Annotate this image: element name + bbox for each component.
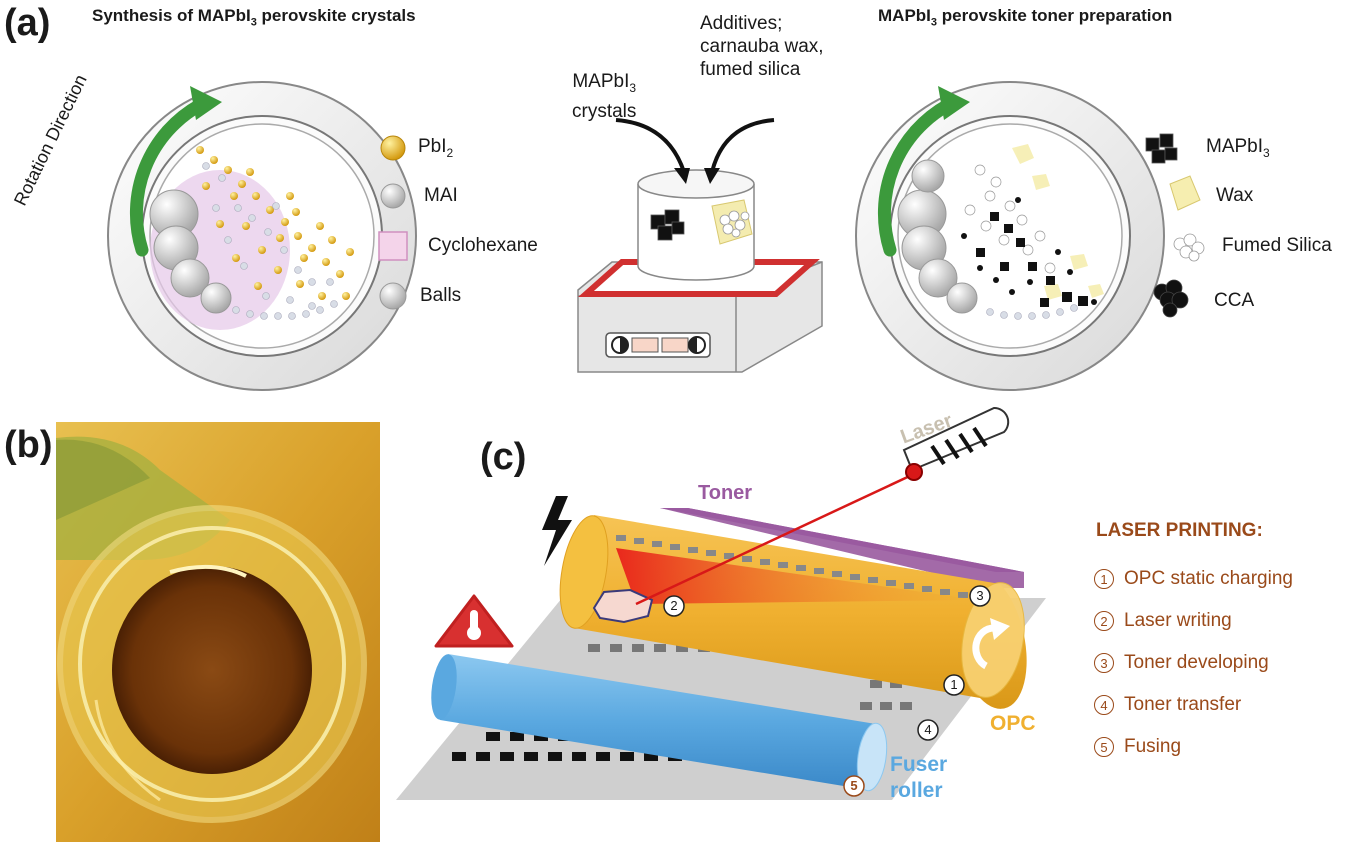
fuser-roller-label: Fuser roller	[890, 752, 947, 804]
laser-pointer-icon	[902, 406, 1010, 481]
pbi2-sphere-icon	[380, 135, 406, 161]
step-number: 3	[1094, 653, 1114, 673]
toner-label: Toner	[698, 482, 753, 504]
step-label: Laser writing	[1124, 610, 1232, 631]
panel-a-letter: (a)	[4, 2, 51, 44]
left-title-sub: 3	[250, 16, 257, 29]
fuser-line1: Fuser	[890, 753, 948, 776]
left-title-text-2: perovskite crystals	[256, 6, 416, 25]
cyclohexane-square-icon	[378, 231, 408, 261]
left-title: Synthesis of MAPbI3 perovskite crystals	[92, 6, 416, 28]
step-number: 1	[1094, 569, 1114, 589]
step-label: Toner transfer	[1124, 694, 1242, 715]
additives-line2: carnauba wax,	[700, 36, 824, 57]
mai-sphere-icon	[380, 183, 406, 209]
lightning-bolt-icon	[542, 496, 572, 566]
step-item: 3 Toner developing	[1094, 652, 1293, 674]
legend-pbi2-sub: 2	[446, 145, 454, 160]
step-markers	[663, 585, 991, 797]
step-number: 5	[1094, 737, 1114, 757]
crystal-cubes-icon	[650, 209, 685, 241]
marker-2: 2	[670, 598, 678, 613]
legend-cyclohexane: Cyclohexane	[428, 235, 538, 256]
balls-sphere-icon	[379, 282, 407, 310]
marker-3: 3	[976, 588, 984, 603]
step-number: 2	[1094, 611, 1114, 631]
left-title-text: Synthesis of MAPbI	[92, 6, 251, 25]
laser-printing-title: LASER PRINTING:	[1096, 520, 1263, 541]
right-title-sub: 3	[930, 16, 938, 29]
crystals-arrow-icon	[615, 118, 686, 173]
right-title-text: MAPbI	[878, 6, 931, 25]
step-label: OPC static charging	[1124, 568, 1293, 589]
mapbi3-cubes-icon	[1145, 133, 1178, 164]
additives-arrow-icon	[710, 118, 775, 173]
legend-balls: Balls	[420, 285, 462, 306]
crystals-label-sub: 3	[629, 80, 637, 95]
left-ball-mill	[107, 81, 417, 391]
marker-1: 1	[950, 677, 958, 692]
step-number: 4	[1094, 695, 1114, 715]
marker-4: 4	[924, 722, 932, 737]
fumed-silica-icon	[1173, 233, 1205, 262]
legend-mai: MAI	[424, 185, 458, 206]
hotplate	[577, 118, 823, 373]
legend-mapbi3-sub: 3	[1263, 145, 1270, 160]
step-item: 5 Fusing	[1094, 736, 1293, 758]
polygon-mirror-icon	[592, 588, 654, 624]
rotation-arrow-icon	[129, 98, 207, 257]
legend-mapbi3: MAPbI3	[1206, 136, 1270, 160]
right-legend-icons	[1145, 133, 1205, 318]
laser-printer-diagram	[396, 406, 1046, 800]
additives-line3: fumed silica	[700, 59, 801, 80]
legend-cca: CCA	[1214, 290, 1255, 311]
fuser-roller	[440, 654, 876, 790]
step-label: Toner developing	[1124, 652, 1269, 673]
panel-c-letter: (c)	[480, 436, 527, 478]
heat-warning-icon	[434, 594, 514, 648]
crystals-label: MAPbI3 crystals	[572, 70, 636, 123]
crystals-label-line2: crystals	[572, 100, 637, 122]
fuser-line2: roller	[890, 779, 943, 802]
panel-b-letter: (b)	[4, 424, 53, 466]
fuser-roller-end	[856, 722, 888, 792]
legend-pbi2: PbI2	[418, 136, 453, 160]
additives-line1: Additives;	[700, 13, 783, 34]
step-item: 4 Toner transfer	[1094, 694, 1293, 716]
step-item: 2 Laser writing	[1094, 610, 1293, 632]
cca-cluster-icon	[1153, 279, 1189, 318]
additives-label: Additives;carnauba wax,fumed silica	[700, 12, 824, 81]
crystals-label-text: MAPbI	[572, 71, 630, 92]
right-title: MAPbI3 perovskite toner preparation	[878, 6, 1172, 28]
opc-label: OPC	[990, 712, 1036, 735]
legend-mapbi3-text: MAPbI	[1206, 136, 1264, 157]
legend-wax: Wax	[1216, 185, 1254, 206]
legend-fumed-silica: Fumed Silica	[1222, 235, 1332, 256]
step-item: 1 OPC static charging	[1094, 568, 1293, 590]
right-ball-mill	[855, 81, 1165, 391]
right-title-text-2: perovskite toner preparation	[937, 6, 1173, 25]
marker-5: 5	[850, 778, 858, 793]
wax-flake-icon	[1169, 175, 1201, 211]
laser-beam-fan	[616, 548, 978, 604]
opc-drum-end	[961, 582, 1025, 698]
step-label: Fusing	[1124, 736, 1182, 757]
left-legend-icons	[378, 135, 408, 310]
photo-powder-jar	[56, 422, 380, 842]
legend-pbi2-text: PbI	[418, 136, 447, 157]
drum-rotation-arrow-icon	[972, 624, 995, 670]
